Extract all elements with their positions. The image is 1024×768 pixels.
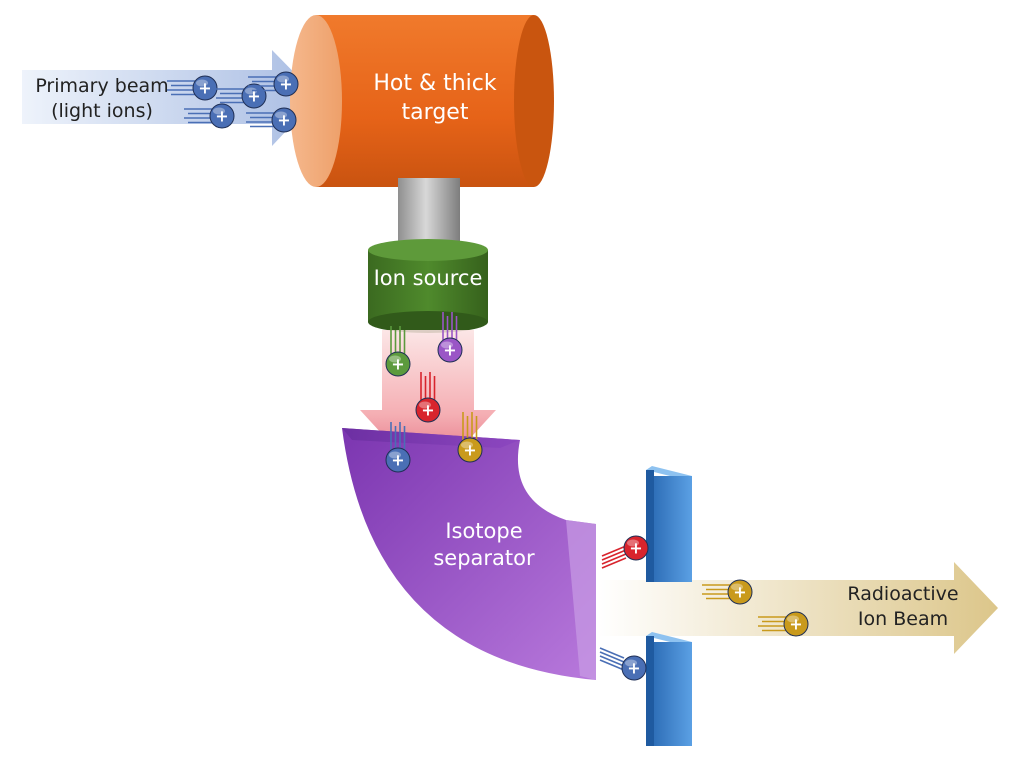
slit-lower [646,632,692,746]
isotope-separator-label: Isotope separator [414,518,554,573]
ion-charge-symbol: + [277,111,290,130]
primary-beam-arrow [22,50,318,146]
radioactive-beam-label: Radioactive Ion Beam [836,582,970,631]
primary-ion-5: + [246,107,297,133]
ion-highlight [275,111,287,119]
beam-ion-2: + [758,611,809,637]
ion-charge-symbol: + [391,451,404,470]
target-label-line2: target [401,99,469,125]
target-label: Hot & thick target [330,70,540,127]
ion-source-cylinder [368,239,488,333]
source-ion-green: + [385,326,411,377]
ion-highlight [245,87,257,95]
ions-layer: ++++++++++++++ [167,71,809,681]
ion-trail [599,659,625,671]
primary-ion-4: + [184,103,235,129]
ion-charge-symbol: + [198,79,211,98]
ion-ball [271,107,297,133]
isotope-separator-label-line2: separator [433,546,535,571]
ion-highlight [277,75,289,83]
primary-ion-1: + [167,75,218,101]
ion-ball [727,579,753,605]
radioactive-beam-label-line1: Radioactive [847,583,959,605]
ion-highlight [731,583,743,591]
ion-ball [415,397,441,423]
target-cylinder [290,15,554,187]
ion-ball [783,611,809,637]
ion-highlight [787,615,799,623]
ion-ball [437,337,463,363]
ion-trail [599,651,625,663]
ion-ball [385,447,411,473]
ion-trail [601,557,627,569]
radioactive-beam-label-line2: Ion Beam [857,607,949,630]
rejected-ion-red: + [601,535,649,569]
ion-charge-symbol: + [443,341,456,360]
ion-charge-symbol: + [629,539,642,558]
ion-ball [621,655,647,681]
ion-charge-symbol: + [789,615,802,634]
slit-upper [646,466,692,582]
ion-charge-symbol: + [215,107,228,126]
ion-highlight [627,539,639,547]
ion-highlight [196,79,208,87]
primary-ion-3: + [248,71,299,97]
ion-highlight [625,659,637,667]
ion-trail [599,647,625,659]
source-ion-red: + [415,372,441,423]
ion-trail [599,655,625,667]
ion-highlight [419,401,431,409]
source-ion-purple: + [437,312,463,363]
ion-trail [601,545,627,557]
target-label-line1: Hot & thick [373,71,497,96]
primary-beam-label-line1: Primary beam [35,75,169,97]
ion-highlight [389,451,401,459]
radioactive-beam-arrow [598,562,998,654]
ion-highlight [389,355,401,363]
ion-charge-symbol: + [627,659,640,678]
ion-charge-symbol: + [421,401,434,420]
ion-charge-symbol: + [733,583,746,602]
ion-ball [192,75,218,101]
ion-trail [601,553,627,565]
ion-trail [601,549,627,561]
source-ion-blue: + [385,422,411,473]
ion-ball [273,71,299,97]
ion-charge-symbol: + [391,355,404,374]
ion-source-label: Ion source [373,266,483,290]
ion-charge-symbol: + [279,75,292,94]
ion-ball [457,437,483,463]
isotope-separator-label-line1: Isotope [445,519,523,543]
ion-ball [385,351,411,377]
rejected-ion-blue: + [599,647,647,681]
ion-charge-symbol: + [463,441,476,460]
primary-beam-label: Primary beam (light ions) [22,74,182,123]
ion-highlight [441,341,453,349]
ion-charge-symbol: + [247,87,260,106]
ion-highlight [213,107,225,115]
primary-beam-label-line2: (light ions) [51,99,153,122]
ion-ball [209,103,235,129]
source-ion-gold: + [457,412,483,463]
beam-ion-1: + [702,579,753,605]
ion-ball [623,535,649,561]
ion-highlight [461,441,473,449]
